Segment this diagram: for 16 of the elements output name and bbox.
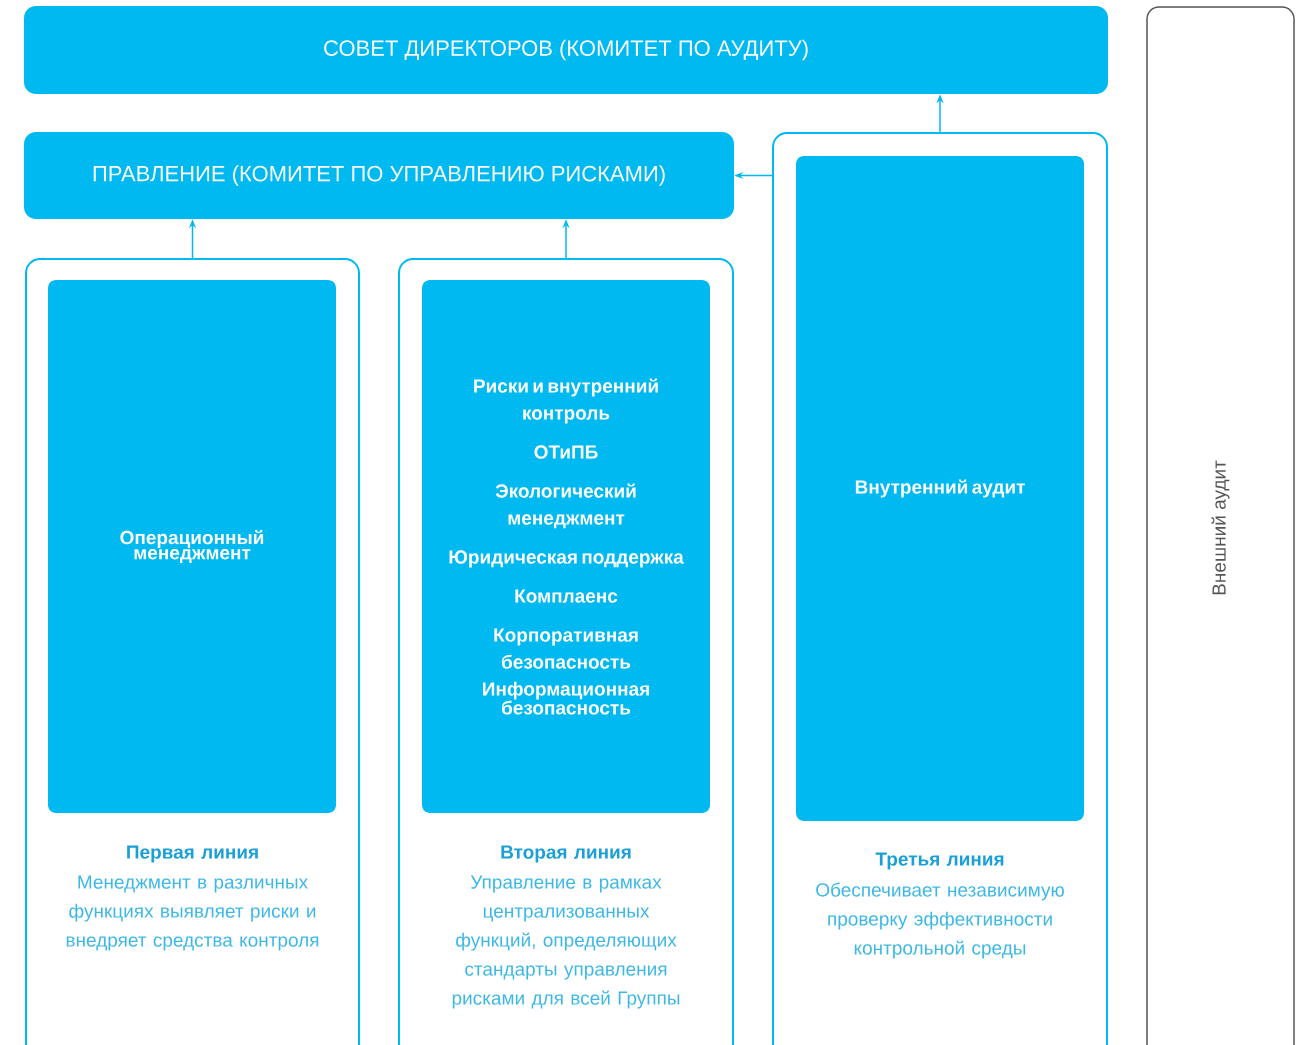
line-heading: Первая линия xyxy=(127,845,258,863)
function-box: Риски и внутренний контроль ОТиПБ Экологический менеджмент Юридическая поддержка Комплаенс Корпоративная безопасность Информационная безопасность xyxy=(422,280,710,813)
line-panel xyxy=(25,258,360,1045)
function-box: Операционный менеджмент xyxy=(48,280,336,813)
line-description: Управление в рамках централизованных функций, определяющих стандарты управления рисками для всей Группы xyxy=(452,875,680,1009)
line-description: Менеджмент в различных функциях выявляет риски и внедряет средства контроля xyxy=(66,875,319,951)
line-heading: Третья линия xyxy=(875,852,1004,870)
line-panel xyxy=(772,132,1108,1045)
side-panel xyxy=(1146,6,1295,1045)
line-panel xyxy=(398,258,734,1045)
line-description: Обеспечивает независимую проверку эффективности контрольной среды xyxy=(816,882,1064,959)
title-box: СОВЕТ ДИРЕКТОРОВ (КОМИТЕТ ПО АУДИТУ) xyxy=(24,6,1108,94)
panel-label: Внешний аудит xyxy=(1211,460,1230,595)
title-box: ПРАВЛЕНИЕ (КОМИТЕТ ПО УПРАВЛЕНИЮ РИСКАМИ) xyxy=(24,132,734,219)
function-box: Внутренний аудит xyxy=(796,156,1084,821)
line-heading: Вторая линия xyxy=(501,845,631,863)
